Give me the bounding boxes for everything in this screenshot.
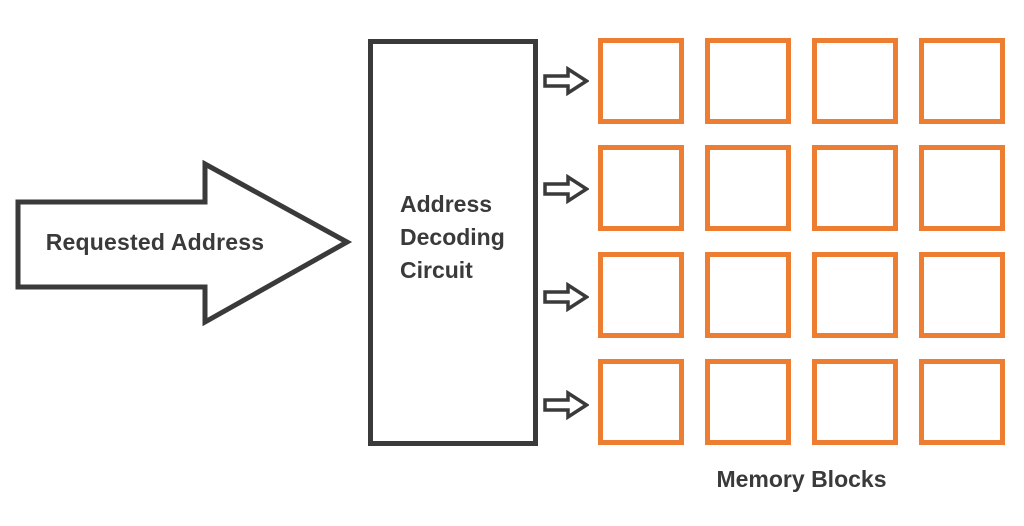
row-select-arrow-icon <box>543 282 589 312</box>
requested-address-label: Requested Address <box>45 229 265 255</box>
address-decoding-circuit-label: Address Decoding Circuit <box>400 191 505 283</box>
memory-block <box>705 359 791 445</box>
address-decoding-circuit-box: Address Decoding Circuit <box>368 39 538 446</box>
memory-block <box>812 252 898 338</box>
memory-block <box>919 359 1005 445</box>
small-block-arrow-right-shape <box>543 390 589 420</box>
block-arrow-right-shape <box>15 159 353 327</box>
memory-block <box>812 38 898 124</box>
row-select-arrow-icon <box>543 390 589 420</box>
small-block-arrow-right-shape <box>543 174 589 204</box>
small-block-arrow-right-shape <box>543 282 589 312</box>
memory-block <box>705 145 791 231</box>
memory-block <box>812 145 898 231</box>
memory-block <box>812 359 898 445</box>
memory-block <box>919 252 1005 338</box>
requested-address-block-arrow-icon <box>15 159 353 327</box>
memory-block <box>598 252 684 338</box>
memory-block <box>705 252 791 338</box>
memory-block <box>598 38 684 124</box>
memory-grid <box>598 38 1005 445</box>
row-arrows <box>543 66 589 420</box>
memory-block <box>705 38 791 124</box>
memory-block <box>598 145 684 231</box>
memory-block <box>598 359 684 445</box>
memory-block <box>919 38 1005 124</box>
small-block-arrow-right-shape <box>543 66 589 96</box>
memory-blocks-label: Memory Blocks <box>716 466 887 492</box>
memory-block <box>919 145 1005 231</box>
row-select-arrow-icon <box>543 174 589 204</box>
row-select-arrow-icon <box>543 66 589 96</box>
